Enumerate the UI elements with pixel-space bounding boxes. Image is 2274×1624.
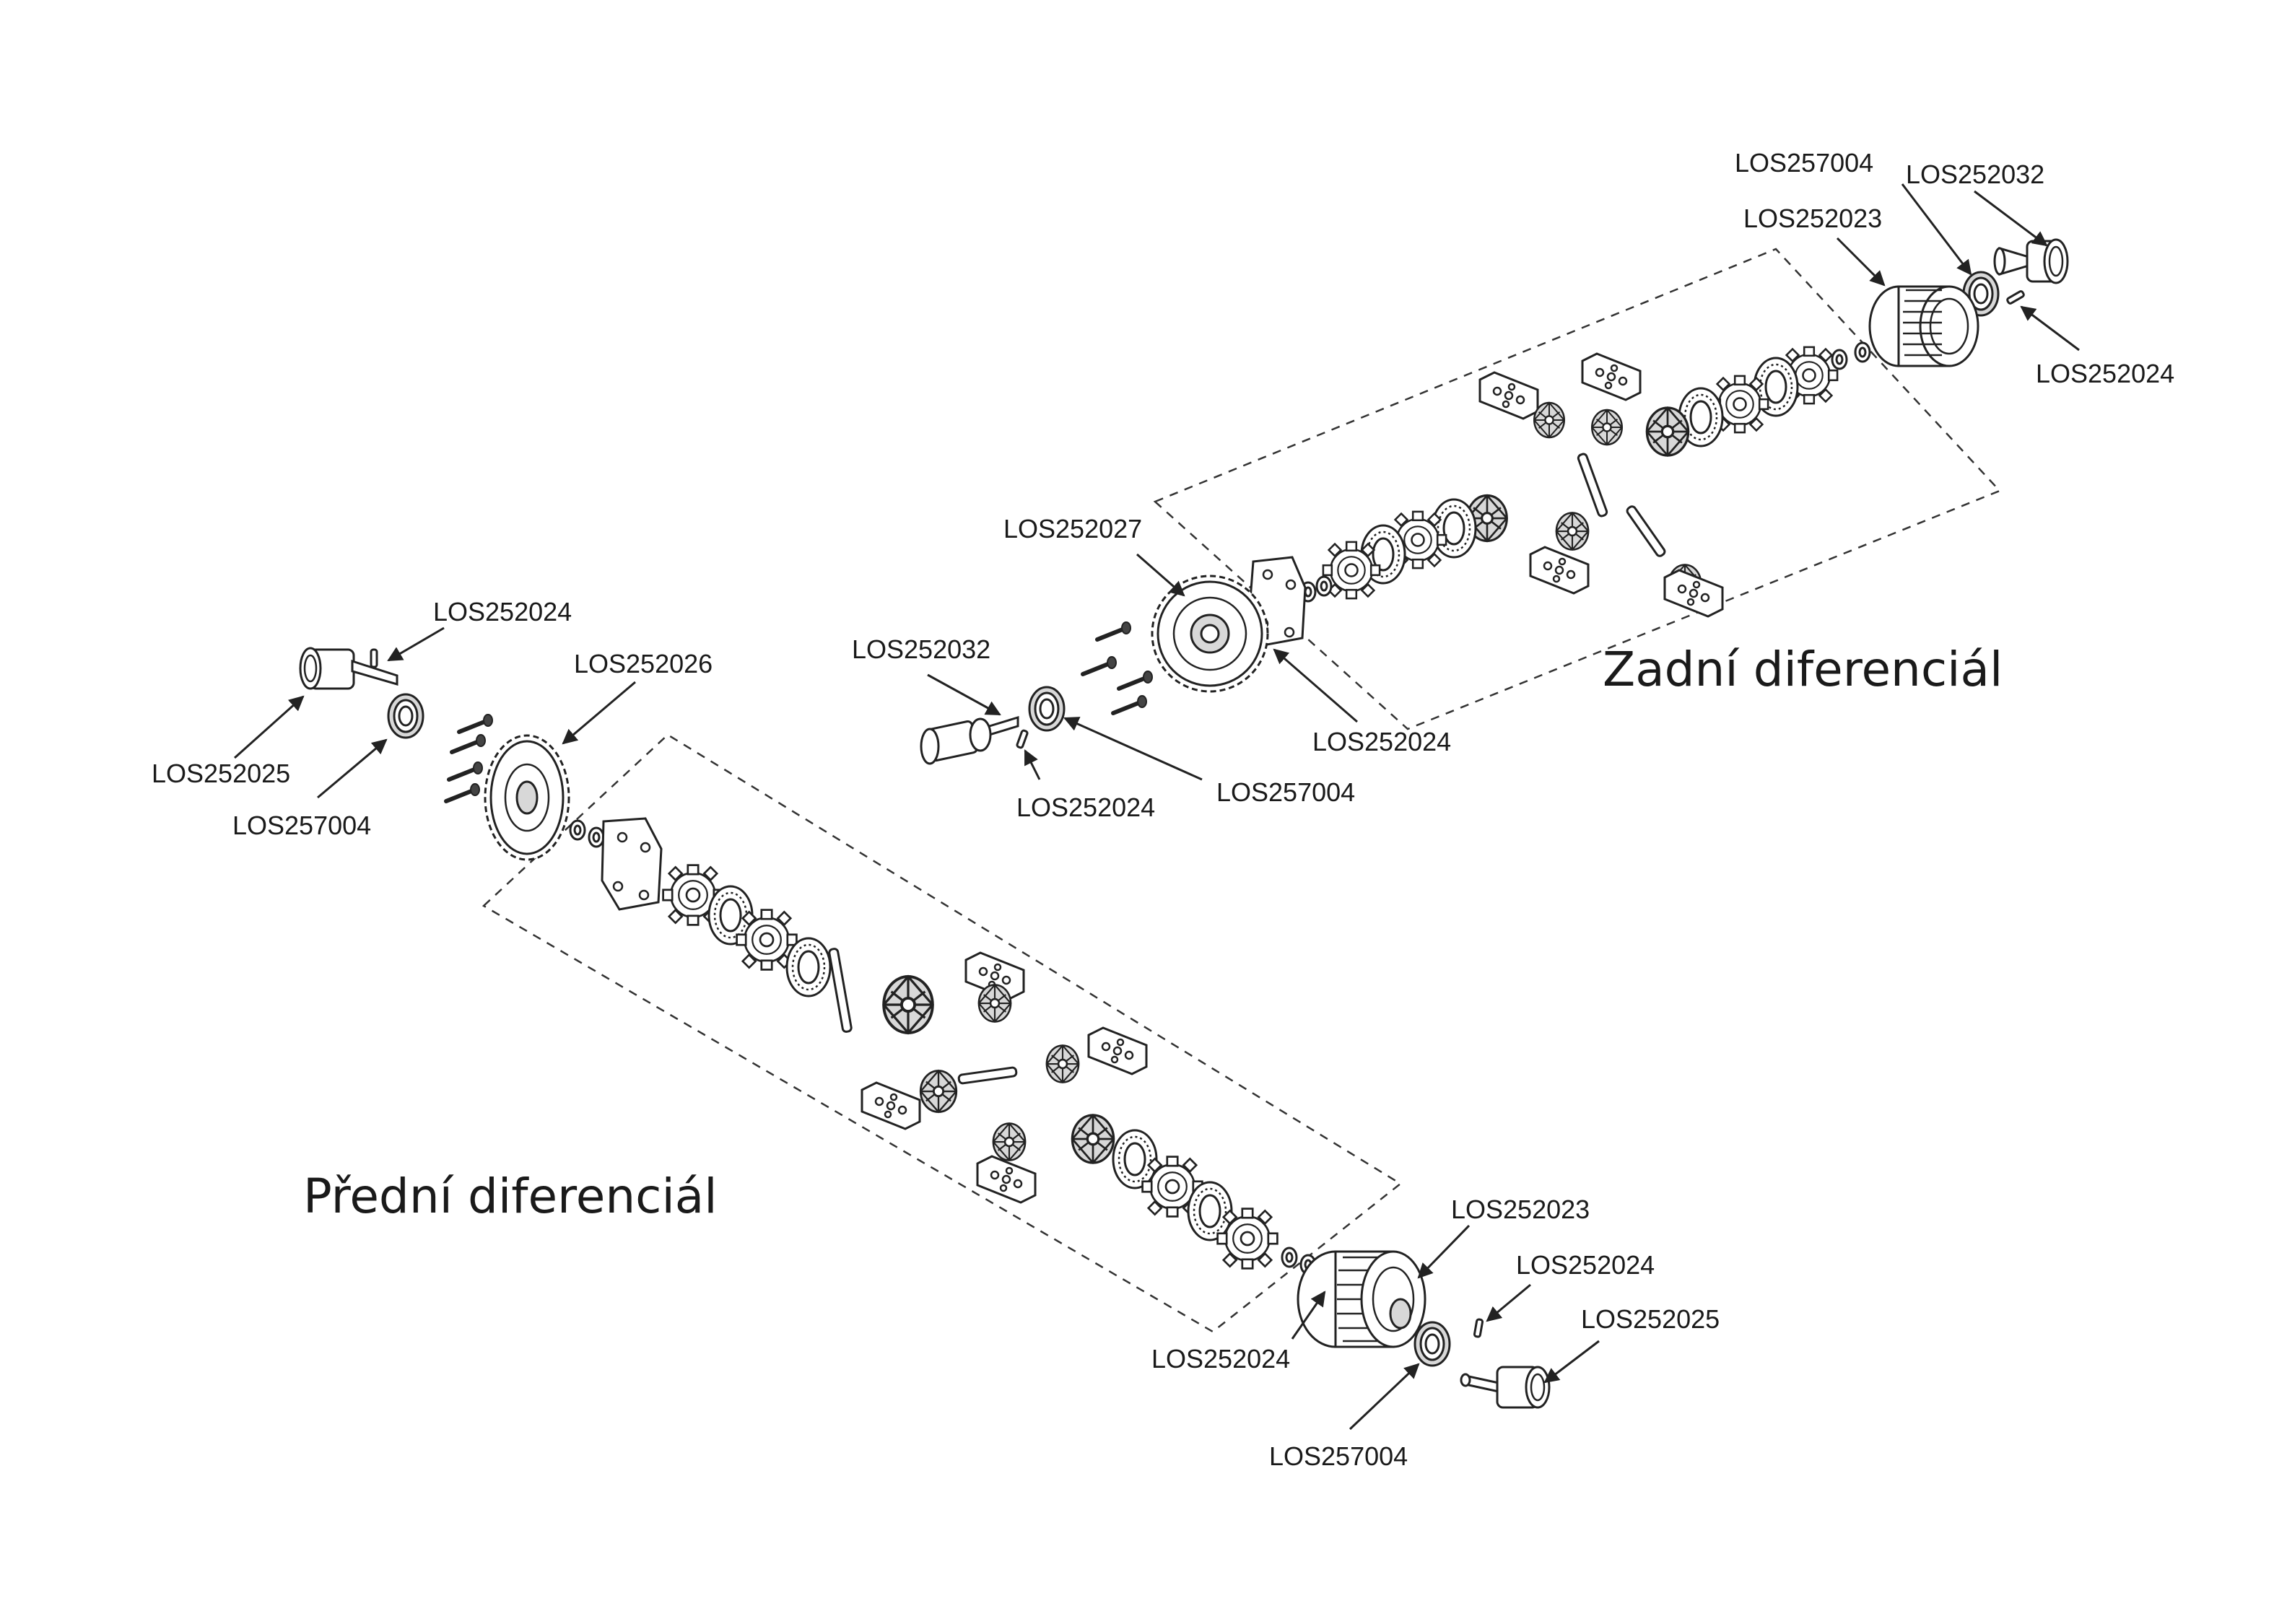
label-rear-seal-kit: LOS252024	[1312, 727, 1451, 756]
front-diff-housing	[1297, 1250, 1426, 1348]
rear-side-gear	[1645, 406, 1690, 457]
front-washer-3	[1281, 1247, 1298, 1268]
front-outdrive-right	[1460, 1366, 1551, 1409]
rear-cross-plate-3	[1529, 546, 1590, 595]
front-spider-gear-2	[1045, 1044, 1080, 1083]
rear-internals-outline	[1153, 248, 2002, 730]
rear-washer-3	[1315, 575, 1333, 597]
front-cross-plate-4	[976, 1155, 1037, 1204]
rear-spider-gear-2	[1590, 409, 1624, 446]
rear-screw-2	[1083, 657, 1116, 674]
front-pin-top	[370, 648, 378, 668]
rear-pin-right	[2005, 289, 2026, 305]
rear-washer-2	[1831, 349, 1848, 370]
label-rear-bearing-left: LOS257004	[1216, 777, 1355, 807]
rear-screw-1	[1097, 622, 1131, 639]
front-screw-2	[452, 735, 485, 752]
rear-cross-plate-1	[1581, 352, 1642, 401]
front-screw-1	[459, 715, 492, 732]
front-cross-plate-3	[861, 1081, 921, 1130]
front-washer-2	[588, 826, 605, 848]
front-bearing-left	[387, 693, 424, 739]
rear-outdrive-left	[920, 715, 1019, 765]
label-front-seal-kit: LOS252024	[1151, 1344, 1290, 1374]
title-rear-differential: Zadní diferenciál	[1603, 642, 2003, 697]
rear-screw-3	[1119, 671, 1152, 689]
front-side-gear-2	[1071, 1114, 1115, 1164]
front-gasket	[601, 817, 663, 911]
label-front-pin-right: LOS252024	[1516, 1250, 1655, 1280]
front-bearing-bottom	[1413, 1321, 1451, 1367]
front-spider-gear-1	[977, 984, 1012, 1023]
front-friction-ring-2	[785, 937, 832, 997]
rear-washer-1	[1854, 341, 1871, 363]
rear-outdrive-top	[1993, 238, 2069, 284]
label-front-outdrive-left: LOS252025	[152, 759, 290, 788]
label-rear-outdrive-top: LOS252032	[1906, 160, 2044, 189]
rear-differential-assembly	[920, 238, 2069, 765]
rear-cross-pin-1	[1577, 453, 1608, 518]
label-front-bearing-bottom: LOS257004	[1269, 1441, 1408, 1471]
front-cross-pin-1	[828, 948, 853, 1033]
front-cross-plate-2	[1087, 1026, 1148, 1075]
front-screw-3	[449, 762, 482, 780]
front-pin-right	[1473, 1317, 1484, 1339]
rear-cross-plate-4	[1663, 569, 1724, 618]
rear-friction-ring-3	[1431, 498, 1477, 559]
label-front-bearing-left: LOS257004	[232, 811, 371, 840]
front-cross-pin-2	[957, 1066, 1018, 1085]
label-front-pin-top: LOS252024	[433, 597, 572, 627]
label-front-outdrive-right: LOS252025	[1581, 1304, 1720, 1334]
front-friction-ring-3	[1112, 1129, 1158, 1189]
front-friction-ring-4	[1187, 1181, 1233, 1241]
label-rear-outdrive-left: LOS252032	[852, 634, 990, 664]
part-labels: LOS257004 LOS252032 LOS252023 LOS252024 …	[152, 148, 2174, 1471]
front-washer-1	[569, 819, 586, 841]
label-front-ring-gear: LOS252026	[574, 649, 713, 678]
front-screw-4	[446, 784, 479, 801]
rear-spider-gear-3	[1555, 512, 1590, 551]
front-side-gear	[882, 975, 934, 1034]
front-clutch-gear-4	[1216, 1208, 1278, 1270]
front-differential-assembly	[299, 647, 1551, 1409]
rear-cross-pin-2	[1626, 505, 1666, 557]
title-front-differential: Přední diferenciál	[303, 1169, 718, 1224]
rear-pin-left	[1015, 728, 1029, 750]
rear-bearing-left	[1028, 686, 1066, 732]
label-front-housing: LOS252023	[1451, 1195, 1590, 1224]
leader-lines	[233, 183, 2080, 1431]
label-rear-bearing-top: LOS257004	[1735, 148, 1873, 178]
label-rear-pin-right: LOS252024	[2036, 359, 2174, 388]
front-spider-gear-3	[919, 1070, 958, 1113]
front-outdrive-left	[299, 647, 398, 690]
rear-cross-plate-2	[1478, 371, 1539, 420]
label-rear-housing: LOS252023	[1743, 204, 1882, 233]
rear-spur-gear	[1151, 575, 1269, 693]
section-titles: Zadní diferenciál Přední diferenciál	[303, 642, 2003, 1224]
rear-screw-4	[1113, 696, 1146, 713]
label-rear-spur-gear: LOS252027	[1003, 514, 1142, 543]
rear-diff-housing	[1868, 285, 1979, 367]
front-spider-gear-4	[992, 1122, 1027, 1161]
rear-spider-gear-1	[1533, 401, 1566, 439]
front-ring-gear	[484, 734, 570, 861]
label-rear-pin-left: LOS252024	[1016, 793, 1155, 822]
